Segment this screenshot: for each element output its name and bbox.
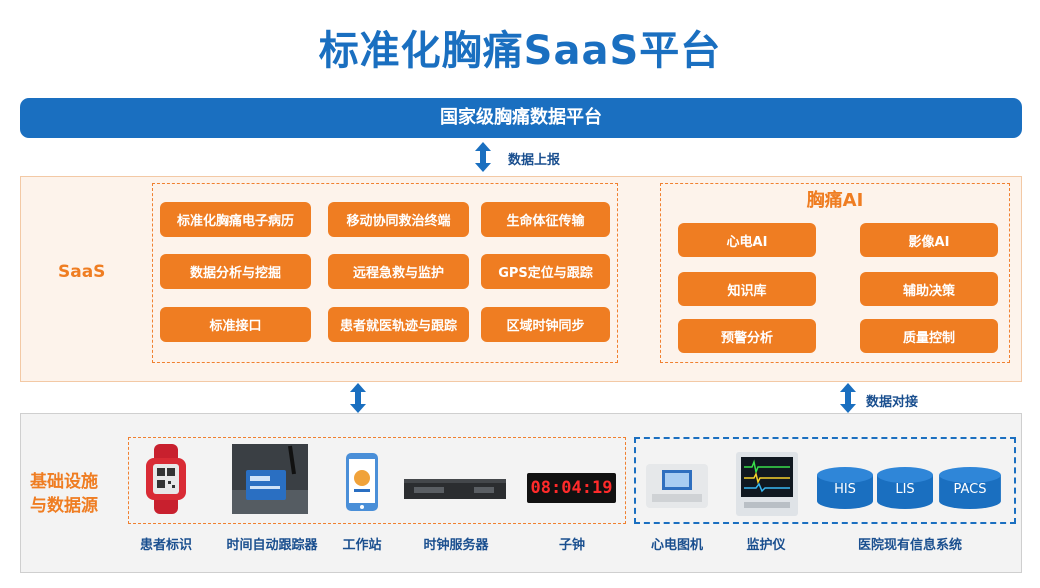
module-clock-sync: 区域时钟同步	[481, 307, 610, 342]
wristband-icon	[146, 444, 186, 514]
pacs-label: PACS	[953, 482, 987, 497]
national-platform-bar: 国家级胸痛数据平台	[20, 98, 1022, 138]
device-label-patient-id: 患者标识	[139, 538, 192, 553]
module-gps: GPS定位与跟踪	[481, 254, 610, 289]
infrastructure-label: 基础设施 与数据源	[30, 472, 98, 516]
ai-title: 胸痛AI	[806, 190, 864, 211]
device-label-tracker: 时间自动跟踪器	[226, 538, 318, 553]
double-arrow-icon	[475, 142, 491, 172]
module-emr: 标准化胸痛电子病历	[160, 202, 311, 237]
ai-modules-group	[660, 183, 1010, 363]
page-title: 标准化胸痛SaaS平台	[318, 28, 722, 74]
double-arrow-icon	[840, 383, 856, 413]
lis-database-icon	[877, 467, 933, 509]
patient-monitor-icon	[736, 452, 798, 516]
ai-ecg: 心电AI	[678, 223, 816, 257]
device-label-clock-server: 时钟服务器	[423, 538, 489, 553]
ai-warning: 预警分析	[678, 319, 816, 353]
module-remote-ems: 远程急救与监护	[328, 254, 469, 289]
lis-label: LIS	[895, 482, 915, 497]
workstation-phone-icon	[346, 453, 378, 511]
double-arrow-icon	[350, 383, 366, 413]
data-report-label: 数据上报	[508, 153, 561, 168]
clock-server-icon	[404, 479, 506, 499]
device-label-workstation: 工作站	[342, 538, 382, 553]
his-label: HIS	[834, 482, 856, 497]
module-data-analysis: 数据分析与挖掘	[160, 254, 311, 289]
module-patient-track: 患者就医轨迹与跟踪	[328, 307, 469, 342]
saas-label: SaaS	[58, 262, 106, 282]
data-connect-label: 数据对接	[866, 395, 919, 410]
hospital-systems-label: 医院现有信息系统	[857, 538, 962, 553]
device-label-ecg: 心电图机	[650, 538, 703, 553]
device-label-monitor: 监护仪	[746, 538, 786, 553]
module-standard-interface: 标准接口	[160, 307, 311, 342]
his-database-icon	[817, 467, 873, 509]
tracker-device-icon	[232, 444, 308, 514]
ai-decision-support: 辅助决策	[860, 272, 998, 306]
sub-clock-display: 08:04:19	[527, 473, 616, 503]
ai-imaging: 影像AI	[860, 223, 998, 257]
module-mobile-terminal: 移动协同救治终端	[328, 202, 469, 237]
ai-knowledge-base: 知识库	[678, 272, 816, 306]
ai-quality-control: 质量控制	[860, 319, 998, 353]
module-vital-signs: 生命体征传输	[481, 202, 610, 237]
pacs-database-icon	[939, 467, 1001, 509]
ecg-machine-icon	[646, 464, 708, 508]
infra-devices-group	[128, 437, 626, 524]
saas-modules-group	[152, 183, 618, 363]
device-label-sub-clock: 子钟	[558, 538, 585, 553]
hospital-systems-group	[634, 437, 1016, 524]
